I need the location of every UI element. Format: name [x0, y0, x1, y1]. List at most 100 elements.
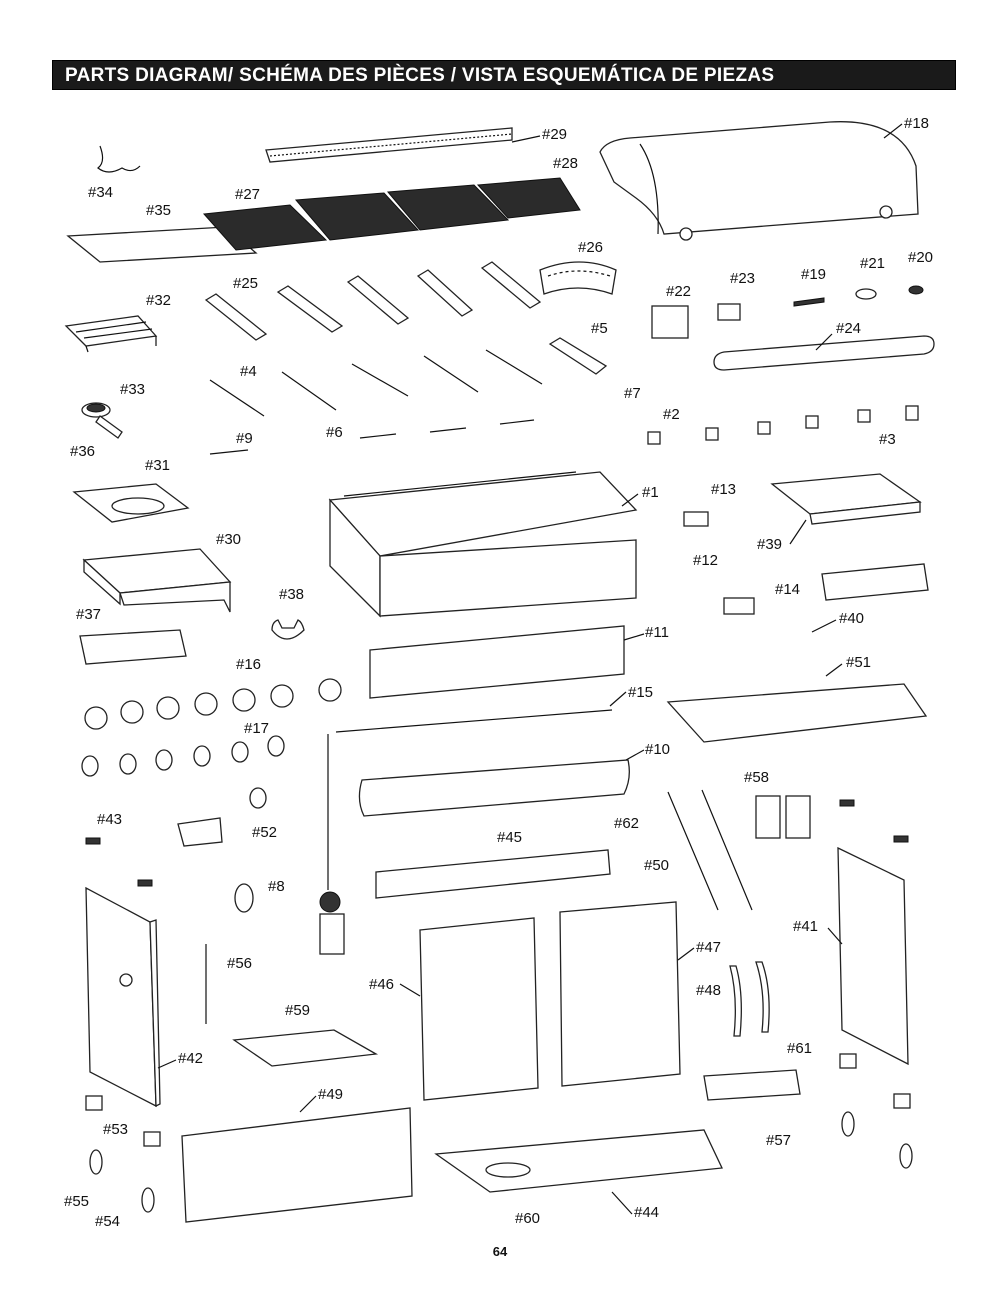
part-25-flame-tamers	[204, 261, 542, 341]
callout-6: #6	[326, 424, 343, 441]
part-44-bottom-shelf	[434, 1129, 723, 1193]
callout-47: #47	[696, 939, 721, 956]
callout-8: #8	[268, 878, 285, 895]
part-40-panel	[821, 563, 929, 601]
callout-38: #38	[279, 586, 304, 603]
callout-49: #49	[318, 1086, 343, 1103]
part-27-grate-1	[202, 204, 328, 251]
callout-1: #1	[642, 484, 659, 501]
callout-48: #48	[696, 982, 721, 999]
callout-32: #32	[146, 292, 171, 309]
callout-20: #20	[908, 249, 933, 266]
callout-56: #56	[227, 955, 252, 972]
callout-50: #50	[644, 857, 669, 874]
part-1-firebox	[328, 471, 638, 618]
part-48-handle-1	[729, 965, 742, 1037]
callout-4: #4	[240, 363, 257, 380]
part-26-heat-shield	[539, 261, 617, 295]
part-15-manifold	[335, 709, 613, 733]
part-17-knobs	[81, 735, 285, 809]
part-45-rail	[375, 849, 611, 899]
callout-16: #16	[236, 656, 261, 673]
part-32-rack	[64, 315, 158, 353]
callout-25: #25	[233, 275, 258, 292]
callout-55: #55	[64, 1193, 89, 1210]
callout-24: #24	[836, 320, 861, 337]
callout-13: #13	[711, 481, 736, 498]
callout-51: #51	[846, 654, 871, 671]
part-8-ring	[234, 883, 254, 913]
part-58-clip-2	[785, 795, 811, 839]
callout-labels: #1 #2 #3 #4 #5 #6 #7 #8 #9 #10 #11 #12 #…	[64, 115, 933, 1230]
callout-22: #22	[666, 283, 691, 300]
callout-40: #40	[839, 610, 864, 627]
callout-3: #3	[879, 431, 896, 448]
part-51-tray	[666, 683, 928, 743]
callout-60: #60	[515, 1210, 540, 1227]
igniter-assembly	[319, 734, 345, 955]
callout-14: #14	[775, 581, 800, 598]
callout-18: #18	[904, 115, 929, 132]
page-number: 64	[492, 1244, 508, 1259]
leader-lines	[157, 123, 903, 1215]
part-18-lid	[599, 121, 919, 241]
part-37-panel	[79, 629, 187, 665]
callout-57: #57	[766, 1132, 791, 1149]
part-31-side-burner-pan	[72, 483, 190, 523]
callout-45: #45	[497, 829, 522, 846]
part-35-plate	[66, 226, 258, 263]
callout-35: #35	[146, 202, 171, 219]
part-23-clip	[717, 303, 741, 321]
part-52-tray	[177, 817, 223, 847]
callout-7: #7	[624, 385, 641, 402]
callout-36: #36	[70, 443, 95, 460]
callout-23: #23	[730, 270, 755, 287]
part-21-bezel	[855, 288, 877, 300]
part-49-back-panel	[181, 1107, 413, 1223]
diagram-title-banner: PARTS DIAGRAM/ SCHÉMA DES PIÈCES / VISTA…	[52, 60, 956, 90]
part-14-bracket	[723, 597, 755, 615]
part-5-rear-burner	[548, 337, 608, 375]
callout-37: #37	[76, 606, 101, 623]
callout-26: #26	[578, 239, 603, 256]
callout-31: #31	[145, 457, 170, 474]
callout-17: #17	[244, 720, 269, 737]
casters	[89, 1111, 913, 1213]
callout-10: #10	[645, 741, 670, 758]
callout-58: #58	[744, 769, 769, 786]
spacers	[85, 799, 911, 1147]
callout-53: #53	[103, 1121, 128, 1138]
callout-15: #15	[628, 684, 653, 701]
part-19-igniter	[793, 297, 825, 307]
part-11-control-panel	[369, 625, 625, 699]
callout-29: #29	[542, 126, 567, 143]
part-46-door	[419, 917, 539, 1101]
part-39-side-shelf	[770, 473, 922, 525]
callout-44: #44	[634, 1204, 659, 1221]
part-2-hinges	[647, 405, 919, 445]
part-10-panel	[358, 759, 630, 817]
callout-46: #46	[369, 976, 394, 993]
callout-11: #11	[645, 624, 669, 641]
callout-59: #59	[285, 1002, 310, 1019]
callout-12: #12	[693, 552, 718, 569]
part-20-knob	[908, 285, 924, 295]
part-27-grate-3	[386, 184, 510, 231]
part-58-clip-1	[755, 795, 781, 839]
callout-62: #62	[614, 815, 639, 832]
part-47-door	[559, 901, 681, 1087]
callout-33: #33	[120, 381, 145, 398]
part-30-frame	[82, 548, 232, 613]
callout-5: #5	[591, 320, 608, 337]
callout-27: #27	[235, 186, 260, 203]
callout-28: #28	[553, 155, 578, 172]
part-33-side-burner	[81, 402, 123, 439]
callout-43: #43	[97, 811, 122, 828]
part-38-shield	[271, 619, 305, 640]
part-42-left-side	[85, 886, 161, 1108]
part-24-handle	[713, 335, 935, 371]
part-4-burners	[209, 349, 543, 417]
part-22-bracket	[651, 305, 689, 339]
callout-39: #39	[757, 536, 782, 553]
